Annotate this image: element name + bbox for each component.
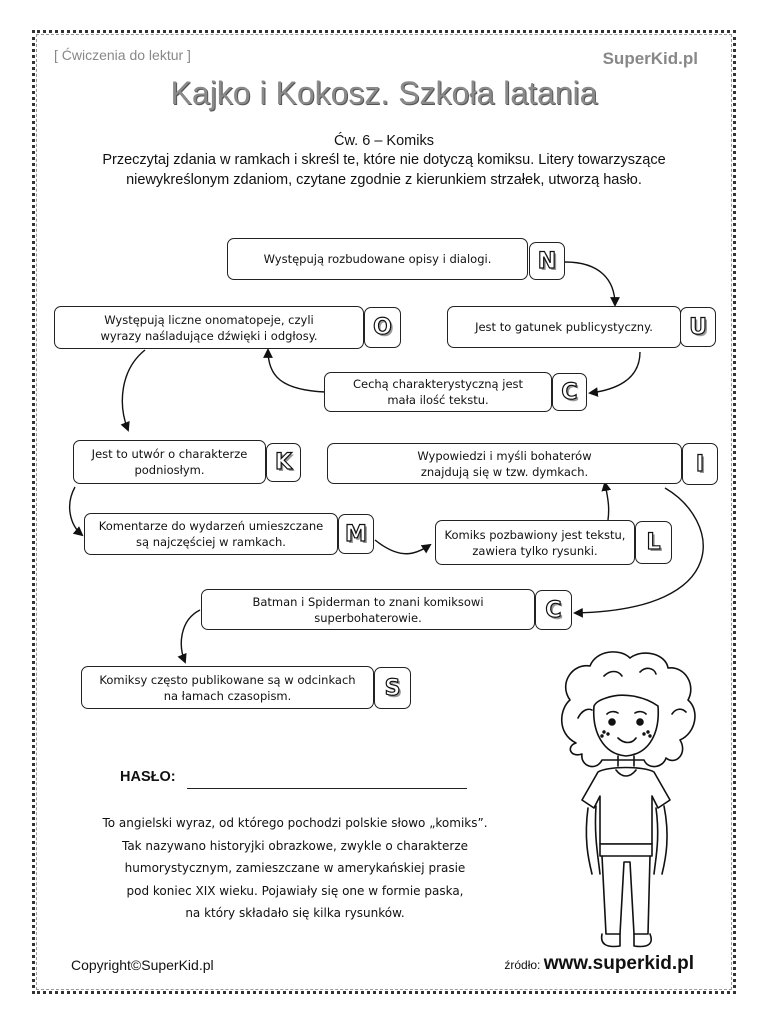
sentence-box-c2: Batman i Spiderman to znani komiksowi su…: [201, 589, 535, 630]
sentence-text: Występują rozbudowane opisy i dialogi.: [263, 252, 492, 266]
instruction-line-2: niewykreślonym zdaniom, czytane zgodnie …: [126, 172, 642, 188]
arrow-i-to-c: [573, 487, 704, 618]
info-line-1: To angielski wyraz, od którego pochodzi …: [102, 816, 488, 830]
sentence-text-line-1: Wypowiedzi i myśli bohaterów: [417, 448, 592, 463]
info-line-4: pod koniec XIX wieku. Pojawiały się one …: [126, 883, 464, 898]
arrow-u-to-c: [588, 351, 641, 397]
arrow-c-to-s: [177, 609, 201, 664]
sentence-text-line-2: mała ilość tekstu.: [387, 393, 489, 407]
info-paragraph: To angielski wyraz, od którego pochodzi …: [70, 812, 520, 925]
letter-tile-u: U: [680, 307, 716, 347]
copyright-label: Copyright©SuperKid.pl: [71, 957, 214, 973]
letter-tile-o: O: [364, 307, 401, 348]
info-line-5: na który składało się kilka rysunków.: [185, 906, 405, 920]
info-line-3: humorystycznym, zamieszczane w amerykańs…: [124, 861, 466, 875]
sentence-text-line-1: Komiks pozbawiony jest tekstu,: [444, 527, 626, 542]
instruction-line-1: Przeczytaj zdania w ramkach i skreśl te,…: [102, 152, 666, 168]
source-label: źródło:: [504, 958, 541, 972]
sentence-text: Jest to gatunek publicystyczny.: [475, 320, 653, 334]
letter-tile-m: M: [338, 514, 374, 554]
sentence-text-line-1: Komentarze do wydarzeń umieszczane: [98, 519, 324, 533]
sentence-text-line-2: podniosłym.: [134, 463, 205, 477]
sentence-box-m: Komentarze do wydarzeń umieszczane są na…: [84, 513, 338, 555]
sentence-text-line-1: Jest to utwór o charakterze: [91, 447, 248, 461]
sentence-text-line-2: superbohaterowie.: [314, 610, 422, 625]
sentence-box-k: Jest to utwór o charakterze podniosłym.: [73, 440, 266, 484]
arrow-o-to-k: [120, 349, 146, 432]
arrow-c-to-o: [263, 348, 326, 393]
sentence-box-c: Cechą charakterystyczną jest mała ilość …: [324, 372, 552, 412]
letter-tile-c2: C: [535, 590, 572, 630]
answer-label: HASŁO:: [120, 769, 176, 785]
exercise-label: Ćw. 6 – Komiks: [334, 133, 434, 149]
sentence-box-n: Występują rozbudowane opisy i dialogi.: [227, 238, 528, 280]
answer-line[interactable]: [187, 788, 467, 789]
sentence-text-line-1: Cechą charakterystyczną jest: [352, 377, 524, 391]
sentence-box-i: Wypowiedzi i myśli bohaterów znajdują si…: [327, 443, 682, 484]
letter-tile-l: L: [635, 521, 672, 564]
sentence-box-u: Jest to gatunek publicystyczny.: [447, 306, 681, 348]
sentence-text-line-2: zawiera tylko rysunki.: [472, 543, 598, 558]
arrow-n-to-u: [564, 261, 620, 307]
sentence-text-line-2: są najczęściej w ramkach.: [136, 535, 286, 549]
sentence-text-line-1: Batman i Spiderman to znani komiksowi: [252, 594, 484, 609]
page-title: Kajko i Kokosz. Szkoła latania: [170, 75, 598, 111]
source-footer: źródło: www.superkid.pl: [504, 953, 694, 975]
letter-tile-n: N: [529, 242, 565, 280]
sentence-box-s: Komiksy często publikowane są w odcinkac…: [81, 666, 374, 709]
girl-illustration: [560, 651, 696, 948]
sentence-text-line-2: wyrazy naśladujące dźwięki i odgłosy.: [100, 328, 318, 343]
decorative-border: [32, 30, 736, 994]
sentence-text-line-2: znajdują się w tzw. dymkach.: [420, 464, 589, 479]
source-url[interactable]: www.superkid.pl: [543, 953, 694, 974]
category-label: [ Ćwiczenia do lektur ]: [54, 47, 191, 63]
letter-tile-k: K: [266, 443, 301, 482]
sentence-text-line-2: na łamach czasopism.: [163, 688, 292, 703]
decorative-border-inner: [36, 34, 732, 990]
brand-label: SuperKid.pl: [602, 49, 698, 68]
arrow-l-to-i: [601, 481, 612, 521]
letter-tile-s: S: [374, 667, 411, 709]
sentence-text-line-1: Występują liczne onomatopeje, czyli: [104, 312, 314, 327]
sentence-box-l: Komiks pozbawiony jest tekstu, zawiera t…: [435, 520, 635, 565]
arrow-k-to-m: [68, 486, 84, 537]
info-line-2: Tak nazywano historyjki obrazkowe, zwykl…: [121, 838, 469, 853]
arrow-m-to-l: [374, 539, 432, 555]
letter-tile-c: C: [552, 373, 587, 411]
sentence-text-line-1: Komiksy często publikowane są w odcinkac…: [99, 672, 356, 687]
letter-tile-i: I: [682, 443, 718, 485]
sentence-box-o: Występują liczne onomatopeje, czyli wyra…: [54, 306, 364, 349]
